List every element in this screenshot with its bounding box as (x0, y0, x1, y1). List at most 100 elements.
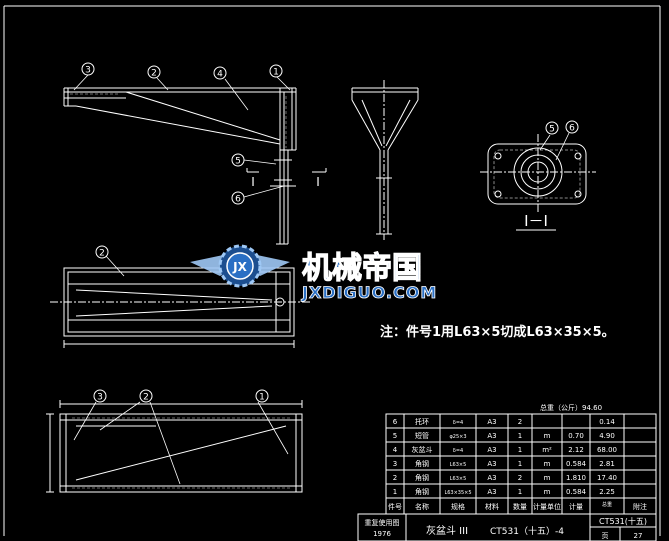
bottom-view (46, 400, 303, 493)
table-cell-mat: A3 (487, 432, 496, 440)
table-cell-no: 1 (393, 488, 397, 496)
table-cell-per: 0.584 (566, 488, 587, 496)
svg-text:5: 5 (235, 157, 241, 167)
balloons-bottom: 3 2 1 (93, 389, 269, 403)
table-cell-qty: 1 (518, 446, 522, 454)
svg-text:6: 6 (569, 124, 575, 134)
table-cell-mat: A3 (487, 474, 496, 482)
svg-text:计量: 计量 (569, 502, 583, 511)
balloon: 5 (545, 121, 559, 135)
table-cell-mat: A3 (487, 446, 496, 454)
table-cell-unit: m (544, 432, 551, 440)
svg-text:件号: 件号 (388, 502, 402, 511)
svg-text:6: 6 (235, 195, 241, 205)
table-cell-mat: A3 (487, 488, 496, 496)
balloon: 2 (147, 65, 161, 79)
watermark-cn: 机械帝国 (302, 251, 422, 286)
svg-text:1: 1 (273, 68, 279, 78)
balloon: 6 (231, 191, 245, 205)
watermark-en: JXDIGUO.COM (301, 283, 437, 302)
table-cell-spec: L63×5 (450, 476, 467, 482)
table-cell-spec: φ25×3 (449, 434, 466, 440)
svg-text:2: 2 (99, 249, 105, 259)
section-view-leaders (539, 132, 570, 161)
balloons-section: 5 6 (545, 120, 579, 135)
watermark: JX 机械帝国 JXDIGUO.COM (190, 244, 437, 302)
table-cell-weight: 68.00 (597, 446, 617, 454)
leaders-top (73, 74, 291, 198)
svg-text:I: I (316, 175, 320, 189)
table-cell-no: 5 (393, 432, 397, 440)
balloon: 4 (213, 66, 227, 80)
table-cell-per: 0.70 (568, 432, 584, 440)
balloon: 3 (81, 62, 95, 76)
table-cell-mat: A3 (487, 460, 496, 468)
svg-text:27: 27 (634, 532, 643, 540)
section-mark-left: I (246, 168, 259, 189)
section-title: I－I (516, 212, 556, 231)
balloon: 2 (95, 245, 109, 259)
svg-text:规格: 规格 (451, 502, 465, 511)
svg-text:1976: 1976 (373, 530, 391, 538)
table-cell-spec: L63×35×5 (444, 490, 471, 496)
table-cell-no: 3 (393, 460, 397, 468)
svg-text:名称: 名称 (415, 502, 429, 511)
table-cell-name: 托环 (415, 417, 429, 426)
table-cell-spec: L63×5 (450, 462, 467, 468)
svg-text:CT531（十五）-4: CT531（十五）-4 (490, 525, 564, 537)
table-cell-unit: m (544, 488, 551, 496)
svg-text:页: 页 (602, 532, 609, 540)
table-cell-no: 6 (393, 418, 398, 426)
plan-view-leader: 2 (95, 245, 125, 277)
svg-text:材料: 材料 (485, 502, 499, 511)
table-cell-no: 2 (393, 474, 397, 482)
table-cell-name: 角钢 (415, 459, 429, 468)
balloon: 3 (93, 389, 107, 403)
svg-text:灰盆斗 III: 灰盆斗 III (426, 524, 468, 537)
svg-text:I－I: I－I (524, 212, 548, 230)
table-cell-weight: 17.40 (597, 474, 617, 482)
svg-text:计量单位: 计量单位 (533, 502, 561, 511)
svg-text:2: 2 (151, 69, 157, 79)
table-cell-spec: δ=4 (453, 420, 463, 426)
bottom-view-leaders (73, 401, 289, 485)
svg-text:总重: 总重 (602, 501, 612, 508)
svg-text:I: I (251, 175, 255, 189)
table-cell-qty: 1 (518, 432, 522, 440)
table-cell-name: 灰盆斗 (412, 445, 433, 454)
side-view-funnel (351, 80, 419, 240)
svg-text:数量: 数量 (513, 502, 527, 511)
front-view-hidden (70, 93, 287, 148)
balloon: 5 (231, 153, 245, 167)
balloon: 2 (139, 389, 153, 403)
section-view (480, 134, 596, 212)
bottom-view-hidden (72, 417, 290, 489)
svg-text:3: 3 (97, 393, 103, 403)
table-cell-weight: 4.90 (599, 432, 615, 440)
table-cell-weight: 0.14 (599, 418, 615, 426)
gear-logo-icon: JX (190, 244, 290, 288)
svg-text:2: 2 (143, 393, 149, 403)
table-cell-name: 角钢 (415, 473, 429, 482)
parts-table-header: 件号 名称 规格 材料 数量 计量单位 计量 总重 附注 (388, 501, 647, 511)
table-cell-name: 角钢 (415, 487, 429, 496)
table-cell-spec: δ=4 (453, 448, 463, 454)
svg-text:4: 4 (217, 70, 223, 80)
svg-text:5: 5 (549, 125, 555, 135)
table-cell-qty: 1 (518, 460, 522, 468)
parts-table-grid (357, 413, 657, 541)
section-mark-right: I (312, 168, 327, 189)
table-cell-unit: m (544, 460, 551, 468)
plan-view (50, 267, 312, 348)
table-cell-no: 4 (393, 446, 398, 454)
table-cell-per: 0.584 (566, 460, 587, 468)
balloon: 1 (269, 64, 283, 78)
table-cell-mat: A3 (487, 418, 496, 426)
balloon: 1 (255, 389, 269, 403)
total-weight: 总重（公斤）94.60 (540, 403, 602, 412)
